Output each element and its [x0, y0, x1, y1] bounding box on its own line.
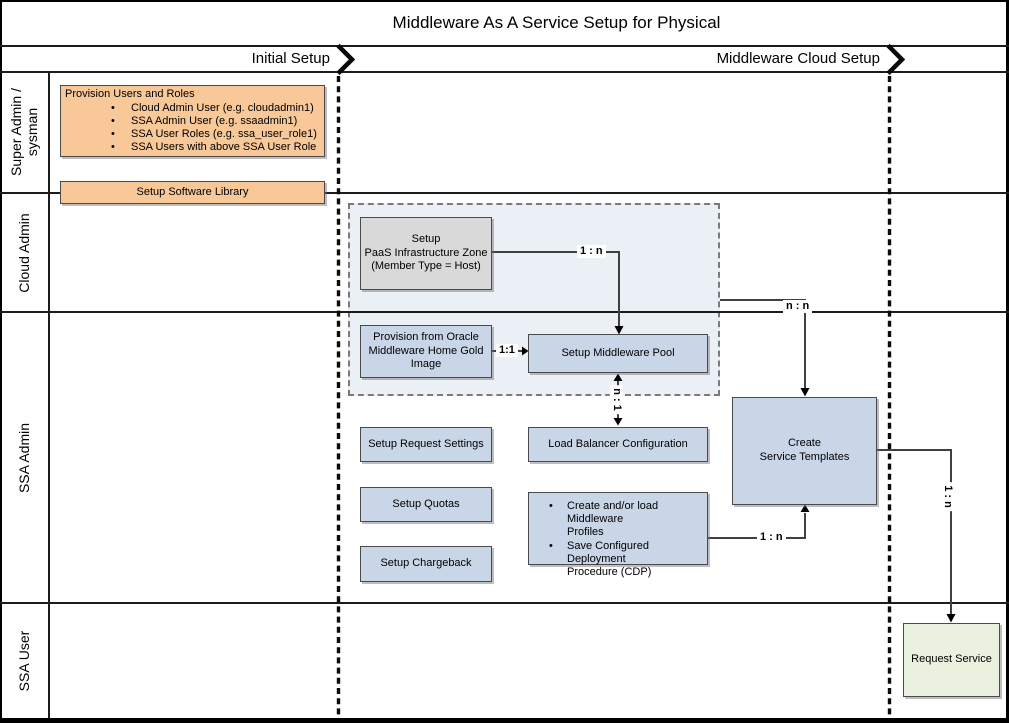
bullet-list: Create and/or load Middleware Profiles S…	[541, 500, 703, 579]
title-bar: Middleware As A Service Setup for Physic…	[0, 0, 1009, 45]
bullet-item: Cloud Admin User (e.g. cloudadmin1)	[103, 102, 320, 115]
connector-zone-to-templates	[720, 299, 806, 389]
arrowhead	[613, 418, 623, 426]
frame-right	[1006, 0, 1009, 723]
lane-label-ssa-user: SSA User	[16, 630, 32, 692]
task-setup-quotas: Setup Quotas	[360, 487, 492, 522]
task-setup-chargeback: Setup Chargeback	[360, 546, 492, 582]
bullet-item: SSA Admin User (e.g. ssaadmin1)	[103, 115, 320, 128]
multiplicity-label-templates-to-request: 1 : n	[940, 482, 954, 511]
task-title: Provision Users and Roles	[65, 88, 195, 100]
task-create-service-templates: Create Service Templates	[732, 397, 877, 505]
phase-label-initial-setup: Initial Setup	[251, 50, 330, 67]
multiplicity-label-gold-to-pool: 1:1	[496, 344, 518, 357]
lane-label-ssa-admin: SSA Admin	[16, 422, 32, 494]
frame-bottom	[0, 718, 1009, 723]
frame-left	[0, 0, 2, 723]
chevron-right-icon	[886, 43, 906, 76]
task-setup-software-library: Setup Software Library	[60, 181, 325, 204]
lane-label-cloud-admin: Cloud Admin	[16, 213, 32, 293]
phase-row-divider	[0, 71, 1009, 73]
lane-label-column-border	[48, 72, 50, 718]
bullet-item: SSA Users with above SSA User Role	[103, 141, 320, 154]
phase-label-middleware-cloud-setup: Middleware Cloud Setup	[716, 50, 880, 67]
multiplicity-label-zone-to-templates: n : n	[783, 300, 813, 313]
task-provision-users-and-roles: Provision Users and Roles Cloud Admin Us…	[60, 85, 325, 157]
bullet-list: Cloud Admin User (e.g. cloudadmin1) SSA …	[103, 102, 320, 154]
multiplicity-label-pool-to-lb: n : 1	[609, 385, 623, 414]
arrowhead	[946, 614, 956, 623]
page-title: Middleware As A Service Setup for Physic…	[392, 12, 721, 32]
task-provision-from-gold-image: Provision from Oracle Middleware Home Go…	[360, 325, 492, 378]
lane-divider-1	[0, 192, 1009, 194]
bullet-item: SSA User Roles (e.g. ssa_user_role1)	[103, 128, 320, 141]
lane-label-super-admin-sysman: Super Admin / sysman	[8, 88, 40, 176]
bullet-item: Create and/or load Middleware Profiles	[541, 500, 703, 539]
bullet-item: Save Configured Deployment Procedure (CD…	[541, 540, 703, 579]
task-load-balancer-configuration: Load Balancer Configuration	[528, 427, 708, 462]
task-setup-middleware-pool: Setup Middleware Pool	[528, 334, 708, 373]
title-divider	[0, 45, 1009, 47]
task-setup-paas-infrastructure-zone: Setup PaaS Infrastructure Zone (Member T…	[360, 217, 492, 290]
arrowhead	[800, 504, 810, 512]
connector-templates-to-request	[877, 449, 952, 615]
task-request-service: Request Service	[903, 623, 1000, 697]
multiplicity-label-profiles-to-templates: 1 : n	[757, 531, 786, 544]
lane-divider-2	[0, 311, 1009, 313]
frame-top	[0, 0, 1009, 2]
lane-divider-3	[0, 602, 1009, 604]
arrowhead	[800, 388, 810, 397]
task-middleware-profiles-cdp: Create and/or load Middleware Profiles S…	[528, 492, 708, 578]
task-setup-request-settings: Setup Request Settings	[360, 427, 492, 462]
multiplicity-label-zone-to-pool: 1 : n	[577, 245, 606, 258]
